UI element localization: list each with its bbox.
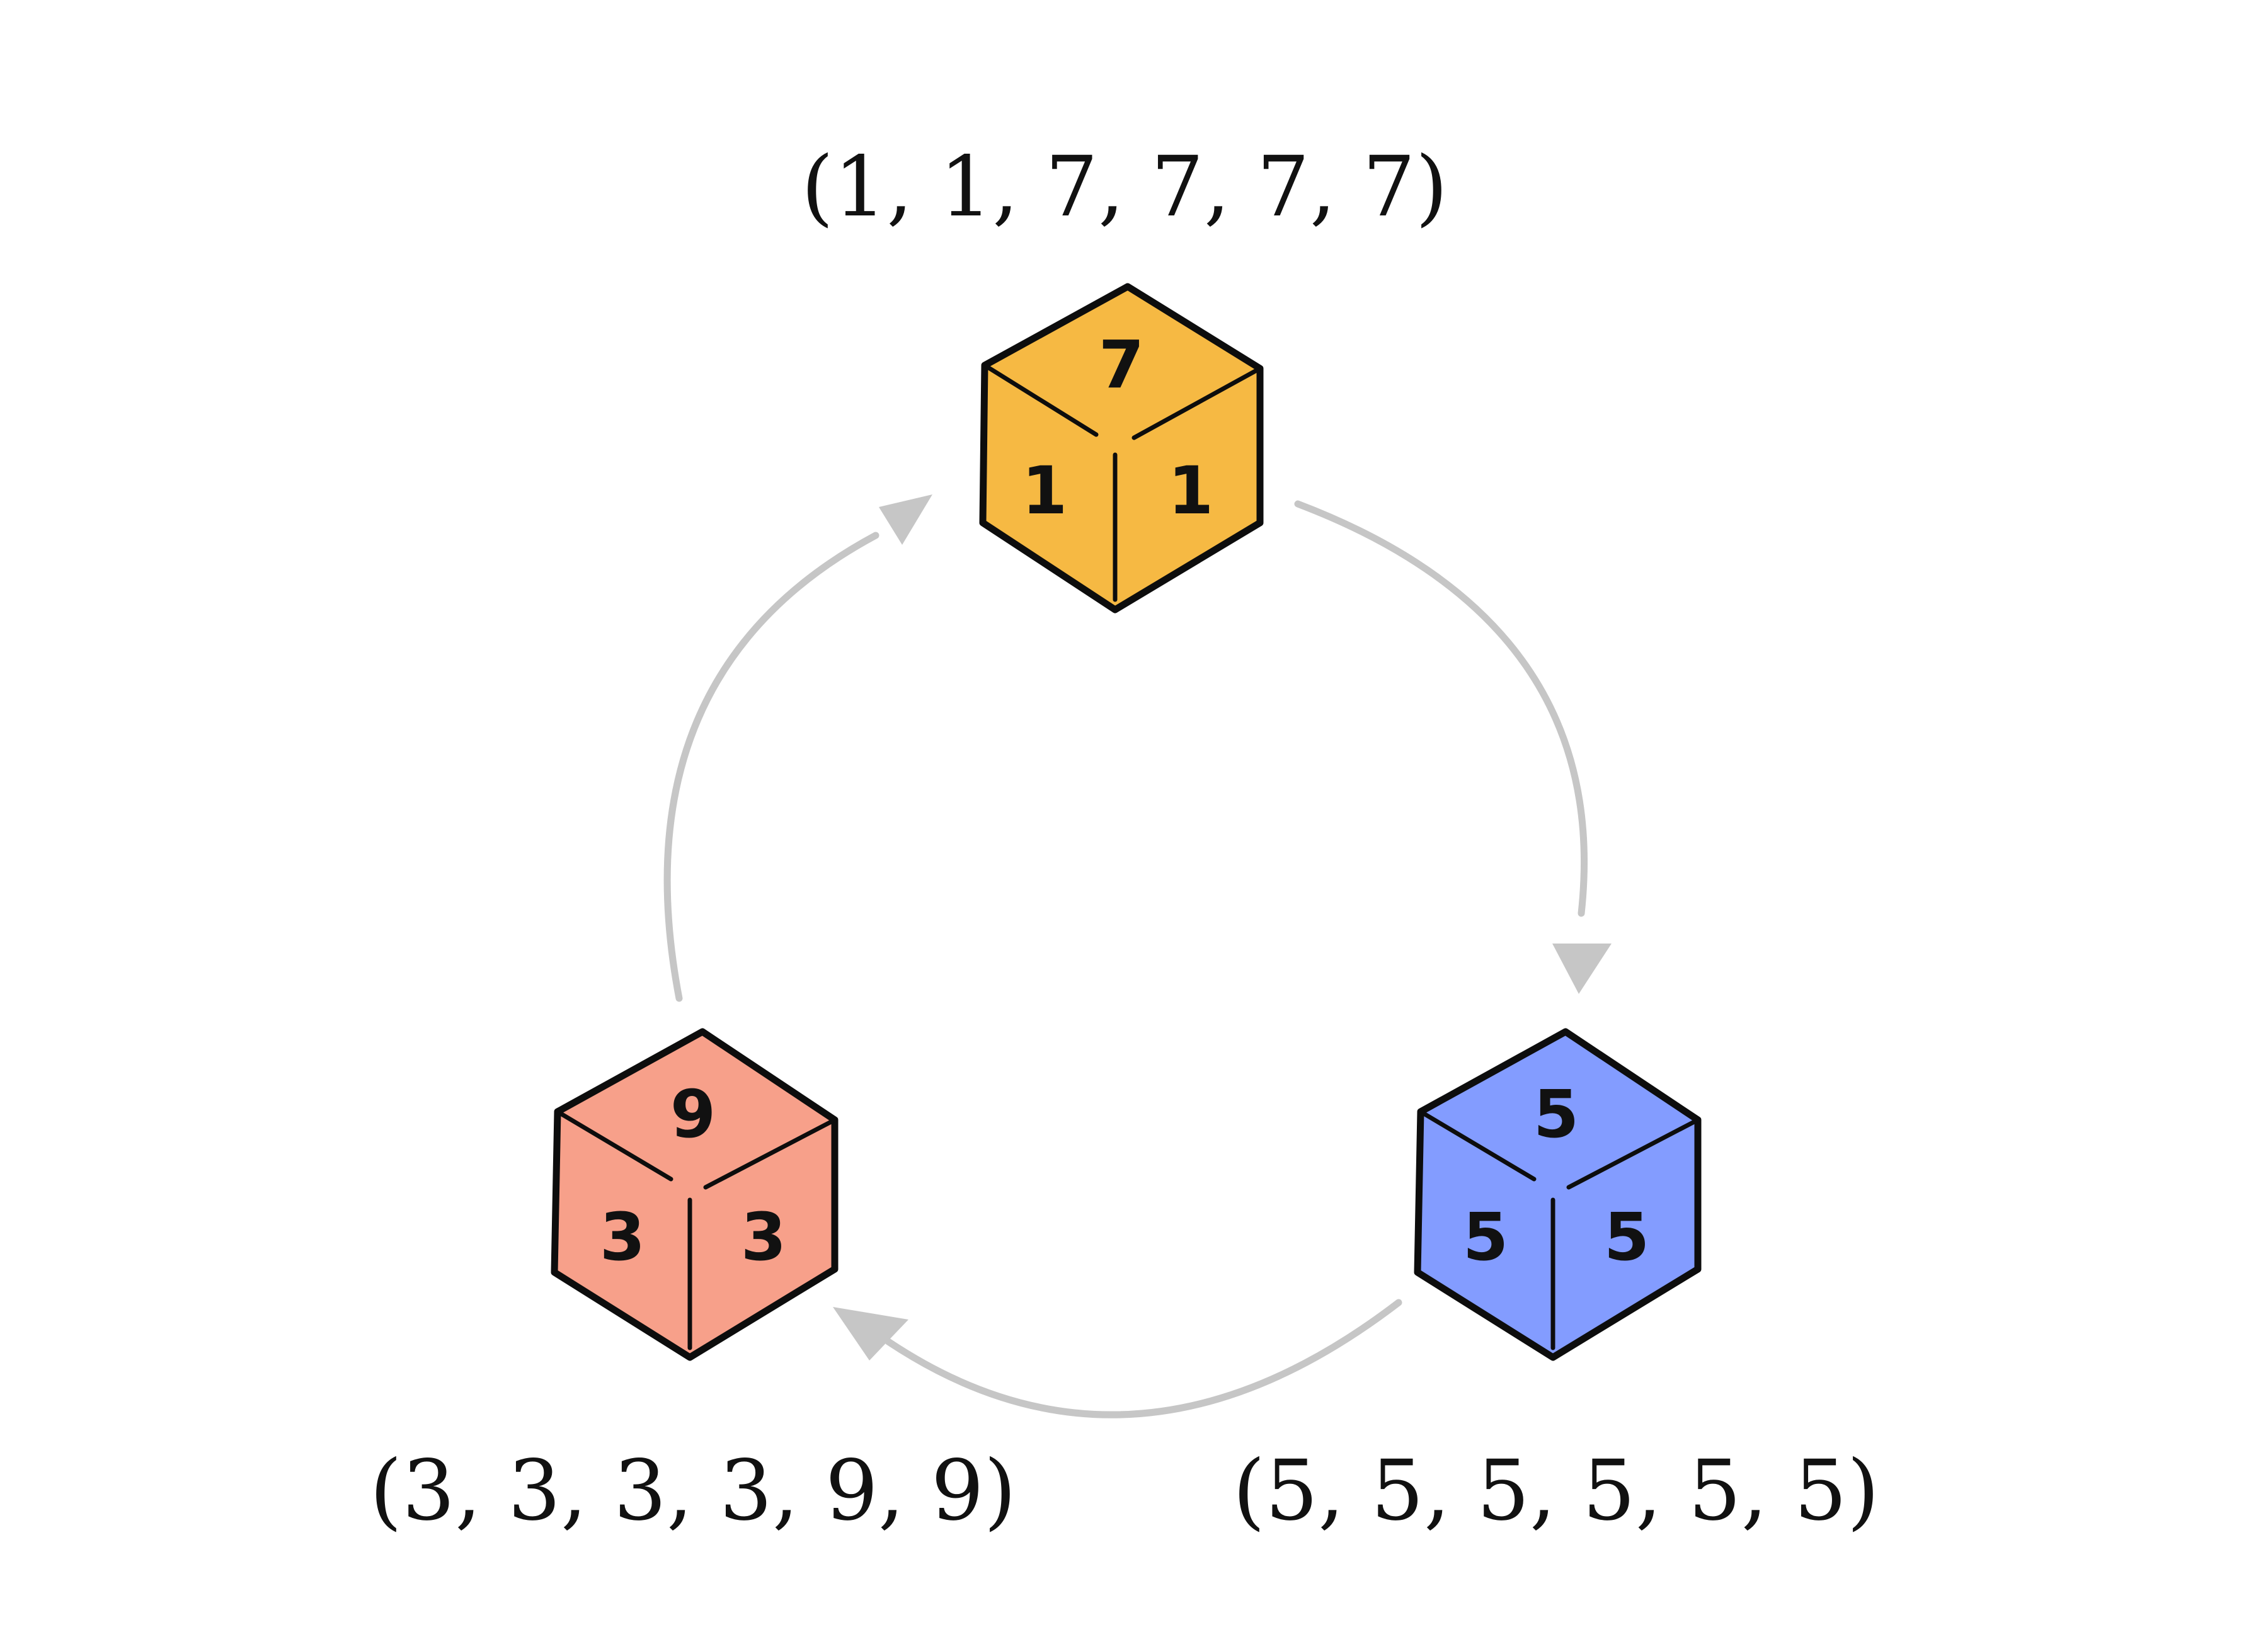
die-orange-edge-right (1131, 366, 1263, 440)
arrow-red-to-orange (663, 532, 879, 1002)
die-red-edge-left (555, 1109, 673, 1182)
die-orange-label: (1, 1, 7, 7, 7, 7) (801, 139, 1448, 236)
die-orange-left-face: 1 (1022, 452, 1067, 529)
die-blue: 5 5 5 (1414, 1028, 1702, 1361)
die-orange-edge-left (982, 363, 1099, 437)
die-blue-left-face: 5 (1463, 1199, 1508, 1275)
die-red: 9 3 3 (551, 1028, 839, 1361)
die-orange-body (979, 283, 1264, 613)
die-blue-right-face: 5 (1604, 1199, 1649, 1275)
die-blue-top-face: 5 (1533, 1076, 1579, 1153)
arrow-head-orange-to-blue (1552, 944, 1612, 994)
arrow-blue-to-red (885, 1299, 1402, 1418)
die-red-left-face: 3 (600, 1199, 645, 1275)
die-orange: 7 1 1 (979, 283, 1264, 613)
die-red-body (551, 1028, 839, 1361)
die-red-label: (3, 3, 3, 3, 9, 9) (370, 1442, 1016, 1539)
die-orange-right-face: 1 (1168, 452, 1213, 529)
die-blue-body (1414, 1028, 1702, 1361)
die-orange-top-face: 7 (1099, 326, 1144, 403)
die-red-right-face: 3 (741, 1199, 786, 1275)
die-blue-edge-right (1566, 1117, 1700, 1190)
die-blue-label: (5, 5, 5, 5, 5, 5) (1233, 1442, 1879, 1539)
die-blue-edge-left (1418, 1109, 1537, 1182)
arrow-head-red-to-orange (879, 494, 932, 545)
arrow-head-blue-to-red (833, 1307, 908, 1360)
die-red-edge-right (703, 1117, 837, 1190)
die-red-top-face: 9 (670, 1076, 716, 1153)
arrow-orange-to-blue (1294, 500, 1588, 917)
cycle-arrows (663, 494, 1612, 1418)
